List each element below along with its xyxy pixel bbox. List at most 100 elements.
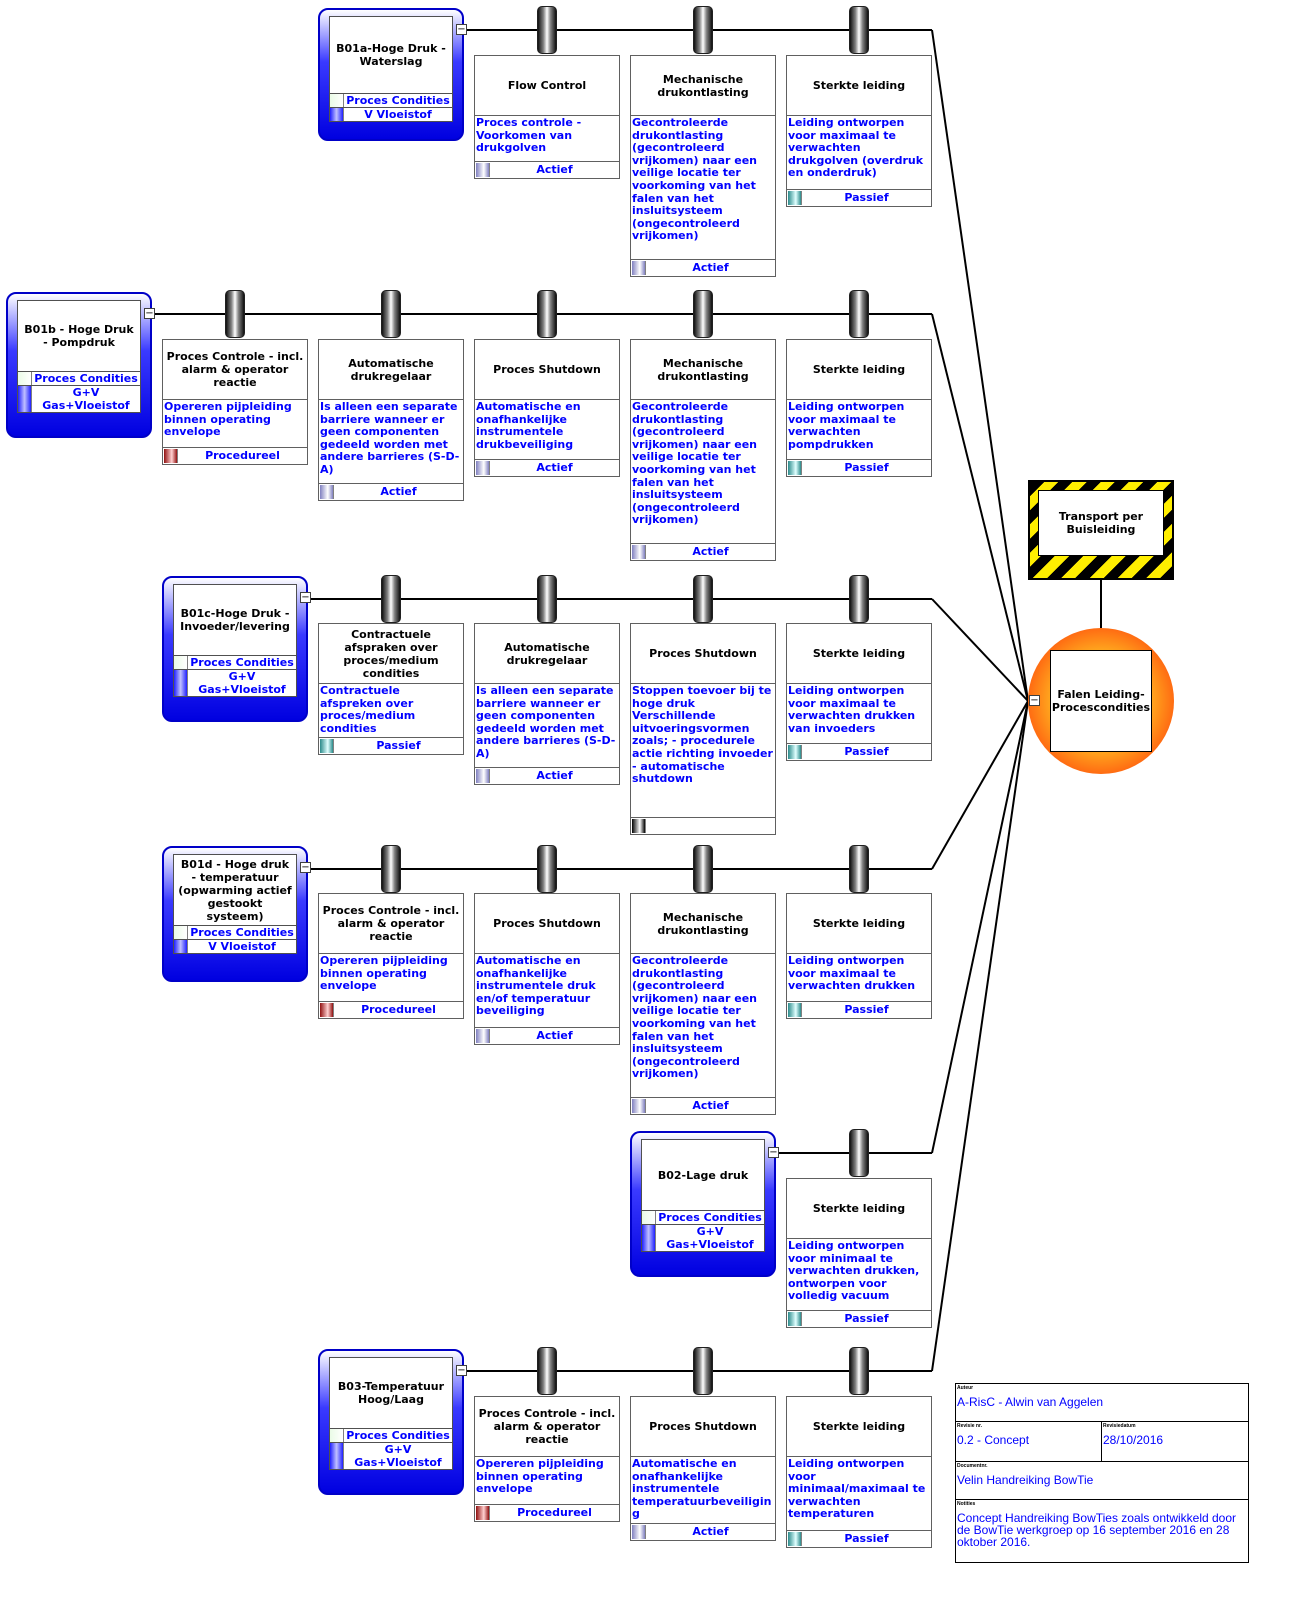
- barrier-type-swatch: [476, 1029, 490, 1043]
- barrier-type: Actief: [631, 260, 775, 276]
- threat-collapse-toggle[interactable]: −: [300, 862, 311, 873]
- barrier-description: Leiding ontworpen voor maximaal te verwa…: [787, 954, 931, 1002]
- barrier-type: Actief: [475, 460, 619, 476]
- threat-card: B01d - Hoge druk - temperatuur (opwarmin…: [173, 854, 297, 954]
- threat-title: B01b - Hoge Druk - Pompdruk: [24, 323, 134, 349]
- barrier-description: Leiding ontworpen voor maximaal te verwa…: [787, 116, 931, 190]
- barrier-card[interactable]: Proces Controle - incl. alarm & operator…: [162, 339, 308, 465]
- threat-medium-label: G+V Gas+Vloeistof: [198, 670, 286, 696]
- threat-b01d[interactable]: B01d - Hoge druk - temperatuur (opwarmin…: [162, 846, 308, 982]
- barrier-name: Proces Shutdown: [631, 1397, 775, 1457]
- barrier-clip: [537, 6, 557, 54]
- title-block-author: Auteur A-RisC - Alwin van Aggelen: [956, 1384, 1248, 1422]
- barrier-type-swatch: [788, 191, 802, 205]
- barrier-type-label: Actief: [536, 163, 573, 176]
- barrier-type: Passief: [787, 1311, 931, 1327]
- threat-medium-label: G+V Gas+Vloeistof: [42, 386, 130, 412]
- barrier-type: Actief: [631, 1098, 775, 1114]
- threat-title: B03-Temperatuur Hoog/Laag: [337, 1380, 445, 1406]
- threat-medium-label: G+V Gas+Vloeistof: [666, 1225, 754, 1251]
- barrier-clip: [693, 290, 713, 338]
- medium-swatch: [174, 670, 188, 696]
- connector-line: [931, 29, 1029, 702]
- title-block-date: Revisiedatum 28/10/2016: [1102, 1422, 1248, 1462]
- threat-category: Proces Condities: [642, 1210, 764, 1224]
- barrier-type-swatch: [632, 819, 646, 833]
- barrier-type: Passief: [787, 744, 931, 760]
- barrier-clip: [381, 575, 401, 623]
- barrier-type: Actief: [631, 1524, 775, 1540]
- barrier-card[interactable]: Proces Controle - incl. alarm & operator…: [318, 893, 464, 1019]
- connector-line: [931, 700, 1029, 1372]
- barrier-name: Automatische drukregelaar: [475, 624, 619, 684]
- barrier-name: Mechanische drukontlasting: [631, 894, 775, 954]
- category-swatch: [330, 94, 344, 107]
- threat-medium: G+V Gas+Vloeistof: [642, 1224, 764, 1251]
- barrier-type-swatch: [320, 485, 334, 499]
- medium-swatch: [642, 1225, 656, 1251]
- threat-title: B01c-Hoge Druk - Invoeder/levering: [180, 607, 290, 633]
- barrier-description: Is alleen een separate barriere wanneer …: [475, 684, 619, 768]
- threat-medium: V Vloeistof: [174, 939, 296, 953]
- barrier-description: Contractuele afspreken over proces/mediu…: [319, 684, 463, 739]
- hazard-box[interactable]: Transport per Buisleiding: [1028, 480, 1174, 580]
- barrier-card[interactable]: Contractuele afspraken over proces/mediu…: [318, 623, 464, 756]
- top-event-collapse-toggle[interactable]: −: [1029, 695, 1040, 706]
- hazard-label: Transport per Buisleiding: [1038, 490, 1164, 556]
- connector-line: [931, 313, 1029, 702]
- threat-collapse-toggle[interactable]: −: [768, 1147, 779, 1158]
- barrier-type-label: Actief: [536, 1029, 573, 1042]
- threat-medium: G+V Gas+Vloeistof: [174, 669, 296, 696]
- threat-medium: G+V Gas+Vloeistof: [18, 385, 140, 412]
- barrier-type-swatch: [476, 1506, 490, 1520]
- threat-collapse-toggle[interactable]: −: [456, 24, 467, 35]
- barrier-name: Mechanische drukontlasting: [631, 340, 775, 400]
- barrier-clip: [849, 290, 869, 338]
- barrier-description: Gecontroleerde drukontlasting (gecontrol…: [631, 954, 775, 1098]
- threat-collapse-toggle[interactable]: −: [300, 592, 311, 603]
- barrier-clip: [537, 575, 557, 623]
- barrier-type-label: Passief: [844, 191, 889, 204]
- barrier-description: Leiding ontworpen voor maximaal te verwa…: [787, 684, 931, 744]
- barrier-type-label: Passief: [844, 745, 889, 758]
- connector-line: [931, 700, 1029, 1154]
- barrier-type-label: Passief: [844, 1532, 889, 1545]
- barrier-card[interactable]: Proces Controle - incl. alarm & operator…: [474, 1396, 620, 1522]
- barrier-name: Sterkte leiding: [787, 340, 931, 400]
- threat-collapse-toggle[interactable]: −: [144, 308, 155, 319]
- title-block-document: Documentnr. Velin Handreiking BowTie: [956, 1462, 1248, 1500]
- threat-title: B01a-Hoge Druk - Waterslag: [336, 42, 446, 68]
- barrier-type: Actief: [631, 544, 775, 560]
- barrier-clip: [381, 845, 401, 893]
- threat-medium-label: G+V Gas+Vloeistof: [354, 1443, 442, 1469]
- top-event[interactable]: Falen Leiding-Procescondities: [1028, 628, 1174, 774]
- threat-category-label: Proces Condities: [346, 1429, 450, 1442]
- threat-collapse-toggle[interactable]: −: [456, 1365, 467, 1376]
- barrier-clip: [693, 6, 713, 54]
- barrier-description: Is alleen een separate barriere wanneer …: [319, 400, 463, 484]
- category-swatch: [18, 372, 32, 385]
- barrier-clip: [849, 1347, 869, 1395]
- threat-category: Proces Condities: [330, 93, 452, 107]
